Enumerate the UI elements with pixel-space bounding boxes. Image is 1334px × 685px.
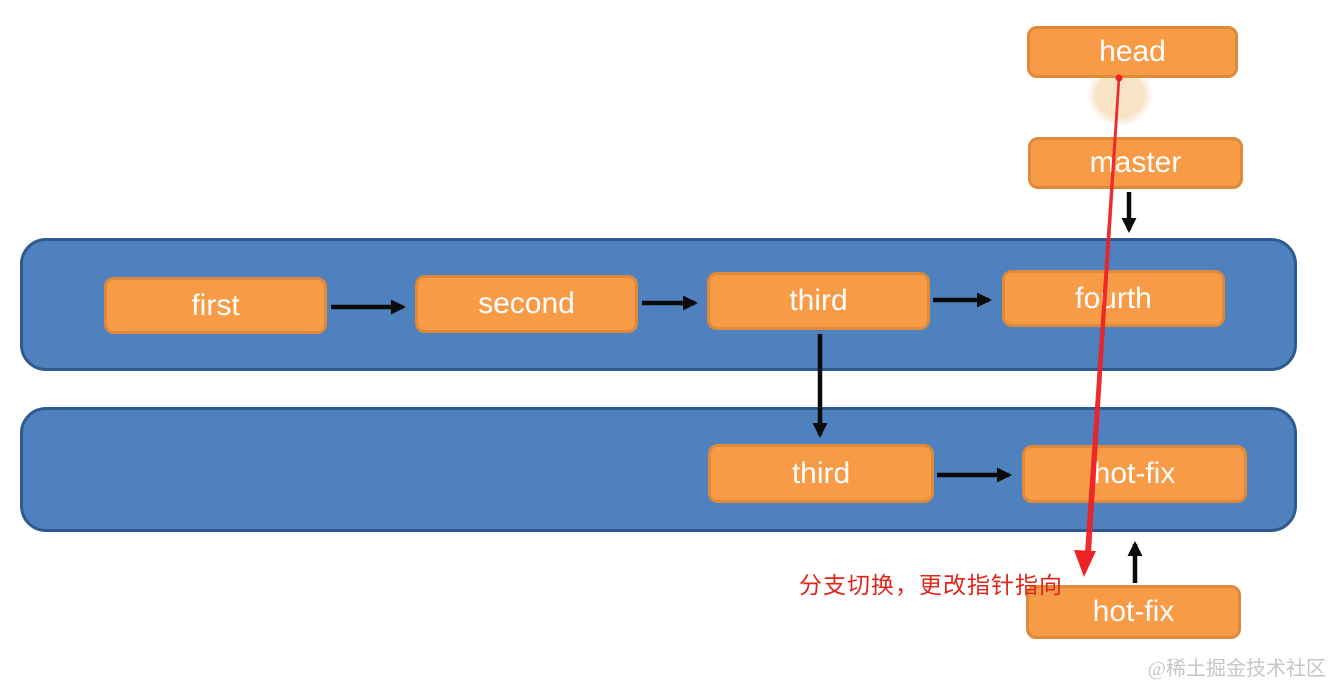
- node-second-label: second: [478, 287, 575, 320]
- node-commit-third-hotfix: third: [708, 444, 934, 503]
- red-arrow-head: [1074, 550, 1096, 577]
- node-fourth-label: fourth: [1075, 281, 1152, 315]
- node-first-label: first: [191, 288, 240, 322]
- node-commit-third-master: third: [707, 272, 930, 330]
- node-hotfix-branch-label: hot-fix: [1092, 595, 1175, 628]
- node-head-label: head: [1099, 35, 1166, 68]
- node-commit-first: first: [104, 277, 327, 334]
- node-commit-fourth: fourth: [1002, 270, 1225, 327]
- node-third-master-label: third: [789, 284, 848, 317]
- node-commit-hotfix: hot-fix: [1022, 445, 1247, 503]
- watermark: @稀土掘金技术社区: [1147, 658, 1326, 680]
- node-head: head: [1027, 26, 1238, 78]
- node-master: master: [1028, 137, 1243, 189]
- node-commit-second: second: [415, 275, 638, 333]
- node-third-hotfix-label: third: [791, 456, 851, 490]
- annotation-branch-switch: 分支切换，更改指针指向: [799, 572, 1063, 598]
- node-hotfix-commit-label: hot-fix: [1093, 457, 1176, 490]
- node-hotfix-branch: hot-fix: [1026, 585, 1241, 639]
- node-master-label: master: [1089, 146, 1182, 179]
